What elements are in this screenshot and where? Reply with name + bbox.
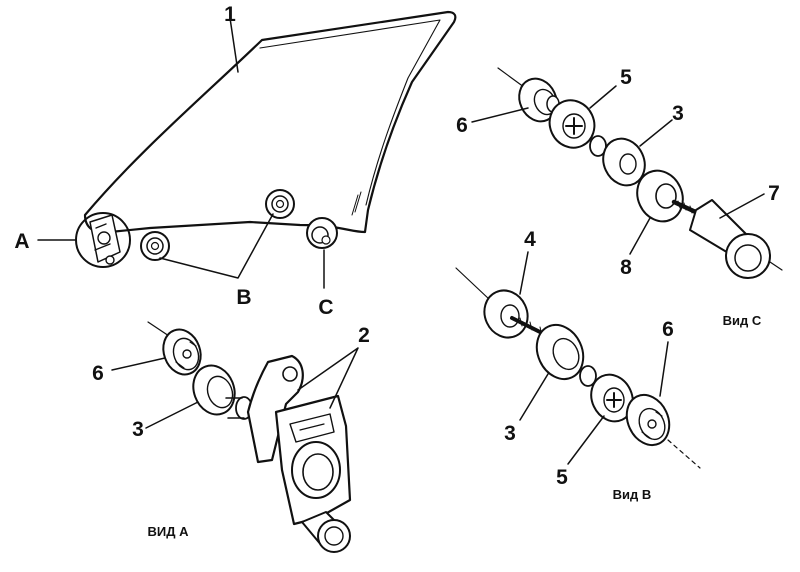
view-a-assembly xyxy=(111,321,359,553)
label-part-3-view-c: 3 xyxy=(672,102,684,125)
mount-b-lower xyxy=(140,231,170,261)
label-part-6-view-a: 6 xyxy=(92,362,104,385)
label-part-5-view-c: 5 xyxy=(620,66,632,89)
caption-view-a: ВИД А xyxy=(148,524,190,539)
glass-leader-lines xyxy=(37,17,325,289)
label-part-8: 8 xyxy=(620,256,632,279)
label-part-6-view-c: 6 xyxy=(456,114,468,137)
label-view-a-marker: A xyxy=(14,230,29,253)
view-captions: ВИД А Вид В Вид С xyxy=(148,313,762,539)
label-view-b-marker: B xyxy=(236,286,251,309)
label-part-6-view-b: 6 xyxy=(662,318,674,341)
mount-c xyxy=(306,217,338,249)
mount-a-assembly xyxy=(75,212,131,268)
mount-b-upper xyxy=(265,189,295,219)
label-view-c-marker: C xyxy=(318,296,333,319)
label-part-2: 2 xyxy=(358,324,370,347)
caption-view-b: Вид В xyxy=(613,487,652,502)
window-glass xyxy=(83,10,457,234)
label-part-5-view-b: 5 xyxy=(556,466,568,489)
callout-labels: 1 A B C 2 6 3 6 5 3 7 8 4 3 5 6 xyxy=(14,3,779,489)
label-part-7: 7 xyxy=(768,182,780,205)
label-part-3-view-b: 3 xyxy=(504,422,516,445)
label-part-1: 1 xyxy=(224,3,236,26)
label-part-4: 4 xyxy=(524,228,536,251)
view-b-assembly xyxy=(455,251,701,469)
view-c-assembly xyxy=(471,67,783,279)
caption-view-c: Вид С xyxy=(723,313,762,328)
label-part-3-view-a: 3 xyxy=(132,418,144,441)
